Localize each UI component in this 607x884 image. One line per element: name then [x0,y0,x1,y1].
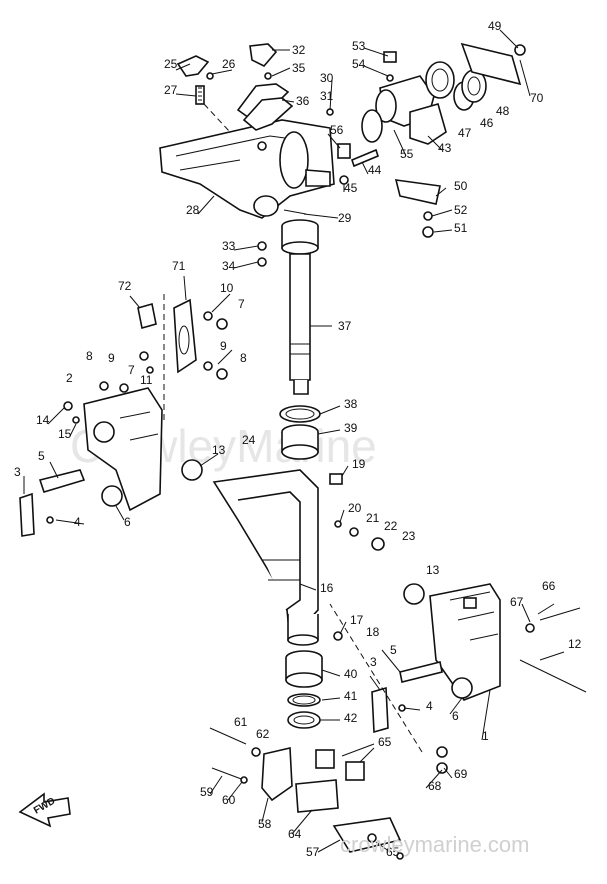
part-callout-41: 41 [344,689,358,703]
part-callout-8: 8 [240,351,247,365]
part-callout-5: 5 [38,449,45,463]
part-callout-54: 54 [352,57,366,71]
part-callout-44: 44 [368,163,382,177]
part-callout-53: 53 [352,39,366,53]
part-callout-36: 36 [296,94,310,108]
part-callout-4: 4 [74,515,81,529]
part-callout-47: 47 [458,126,472,140]
part-callout-59: 59 [200,785,214,799]
part-callout-38: 38 [344,397,358,411]
part-callout-17: 17 [350,613,364,627]
part-callout-49: 49 [488,19,502,33]
part-callout-56: 56 [330,123,344,137]
part-callout-23: 23 [402,529,416,543]
part-callout-13: 13 [212,443,226,457]
steering-components [326,42,526,238]
part-callout-31: 31 [320,89,334,103]
part-callout-9: 9 [108,351,115,365]
bushings [279,405,323,729]
part-callout-10: 10 [220,281,234,295]
part-callout-34: 34 [222,259,236,273]
part-callout-5: 5 [390,643,397,657]
part-callout-16: 16 [320,581,334,595]
part-callout-13: 13 [426,563,440,577]
part-callout-9: 9 [220,339,227,353]
part-callout-3: 3 [370,655,377,669]
leader-lines [23,29,565,853]
part-callout-42: 42 [344,711,358,725]
part-callout-71: 71 [172,259,186,273]
swivel-housing [181,459,425,646]
part-callout-30: 30 [320,71,334,85]
part-callout-32: 32 [292,43,306,57]
part-callout-62: 62 [256,727,270,741]
part-callout-61: 61 [234,715,248,729]
part-callout-19: 19 [352,457,366,471]
swivel-bracket-top [159,119,335,219]
part-callout-45: 45 [344,181,358,195]
part-callout-22: 22 [384,519,398,533]
part-callout-35: 35 [292,61,306,75]
part-callout-11: 11 [140,373,153,387]
part-callout-58: 58 [258,817,272,831]
part-callout-6: 6 [452,709,459,723]
part-callout-6: 6 [124,515,131,529]
part-callout-20: 20 [348,501,362,515]
part-callout-65: 65 [378,735,392,749]
part-callout-4: 4 [426,699,433,713]
part-callout-28: 28 [186,203,200,217]
part-callout-15: 15 [58,427,72,441]
part-callout-50: 50 [454,179,468,193]
part-callout-2: 2 [66,371,73,385]
part-callout-14: 14 [36,413,50,427]
part-callout-29: 29 [338,211,352,225]
part-callout-26: 26 [222,57,236,71]
part-callout-51: 51 [454,221,468,235]
part-callout-72: 72 [118,279,132,293]
lower-bracket-parts [209,727,404,860]
part-callout-37: 37 [338,319,352,333]
part-callout-3: 3 [14,465,21,479]
part-callout-8: 8 [86,349,93,363]
part-callout-27: 27 [164,83,178,97]
fwd-direction-marker: FWD [18,792,71,828]
part-callout-33: 33 [222,239,236,253]
part-callout-40: 40 [344,667,358,681]
part-callout-65: 65 [386,845,400,859]
part-callout-24: 24 [242,433,256,447]
clamp-bracket-right [329,583,587,774]
footer-watermark: crowleymarine.com [340,832,530,857]
part-callout-69: 69 [454,767,468,781]
steering-column [257,209,319,395]
part-callout-25: 25 [164,57,178,71]
part-callout-55: 55 [400,147,414,161]
part-callout-43: 43 [438,141,452,155]
top-left-hardware [176,43,294,151]
part-callout-39: 39 [344,421,358,435]
part-callout-60: 60 [222,793,236,807]
part-callout-7: 7 [128,363,135,377]
part-callout-67: 67 [510,595,524,609]
part-callout-12: 12 [568,637,582,651]
part-callout-18: 18 [366,625,380,639]
part-callout-52: 52 [454,203,468,217]
part-callout-70: 70 [530,91,544,105]
part-callout-64: 64 [288,827,302,841]
part-callout-48: 48 [496,104,510,118]
part-callout-68: 68 [428,779,442,793]
part-callout-66: 66 [542,579,556,593]
clamp-bracket-left [19,351,163,537]
part-callout-57: 57 [306,845,320,859]
plate-assembly [137,294,228,420]
part-callout-7: 7 [238,297,245,311]
part-callout-21: 21 [366,511,380,525]
part-callout-46: 46 [480,116,494,130]
part-callout-1: 1 [482,729,489,743]
